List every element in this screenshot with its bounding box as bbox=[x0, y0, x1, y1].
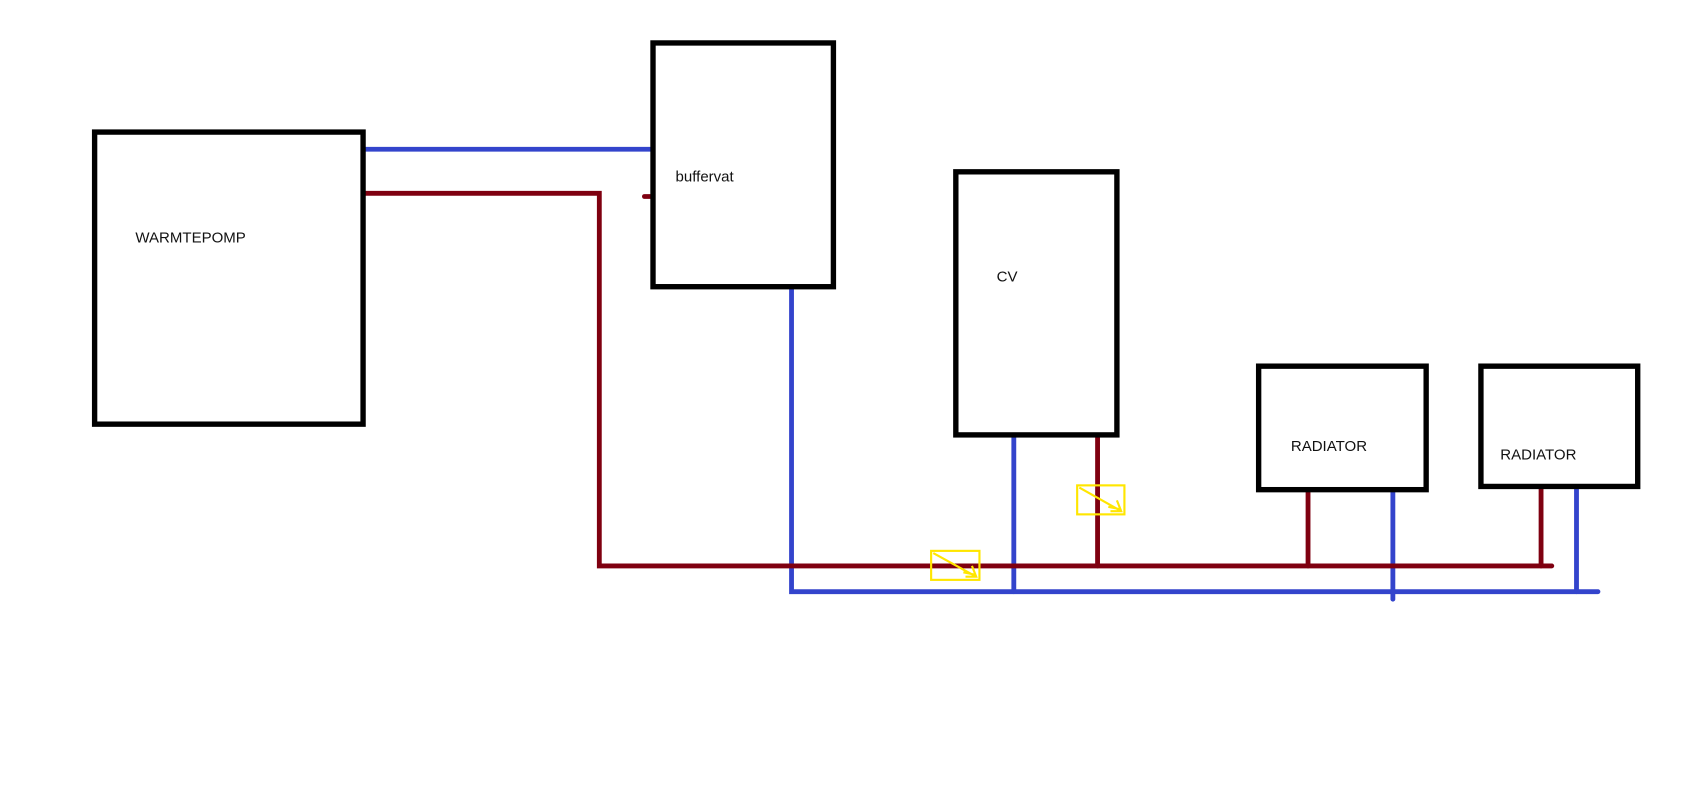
heatpump-supply-pipe bbox=[360, 190, 1555, 569]
valve-icon bbox=[1076, 484, 1126, 516]
radiator-1-label: RADIATOR bbox=[1291, 438, 1367, 455]
buffer-tank-label: buffervat bbox=[676, 168, 735, 185]
radiator-2-label: RADIATOR bbox=[1500, 447, 1576, 464]
valve-icon bbox=[930, 549, 981, 581]
buffer-tank: buffervat bbox=[650, 40, 837, 290]
heat-pump-label: WARMTEPOMP bbox=[135, 230, 245, 247]
main-return-pipe bbox=[789, 284, 1601, 595]
supply-pipes bbox=[360, 190, 1555, 569]
return-pipes bbox=[360, 146, 1601, 602]
radiator-2: RADIATOR bbox=[1478, 363, 1641, 490]
boiler-label: CV bbox=[997, 268, 1018, 285]
heat-pump: WARMTEPOMP bbox=[91, 129, 366, 427]
radiator-1: RADIATOR bbox=[1255, 363, 1429, 493]
boiler: CV bbox=[953, 169, 1120, 438]
